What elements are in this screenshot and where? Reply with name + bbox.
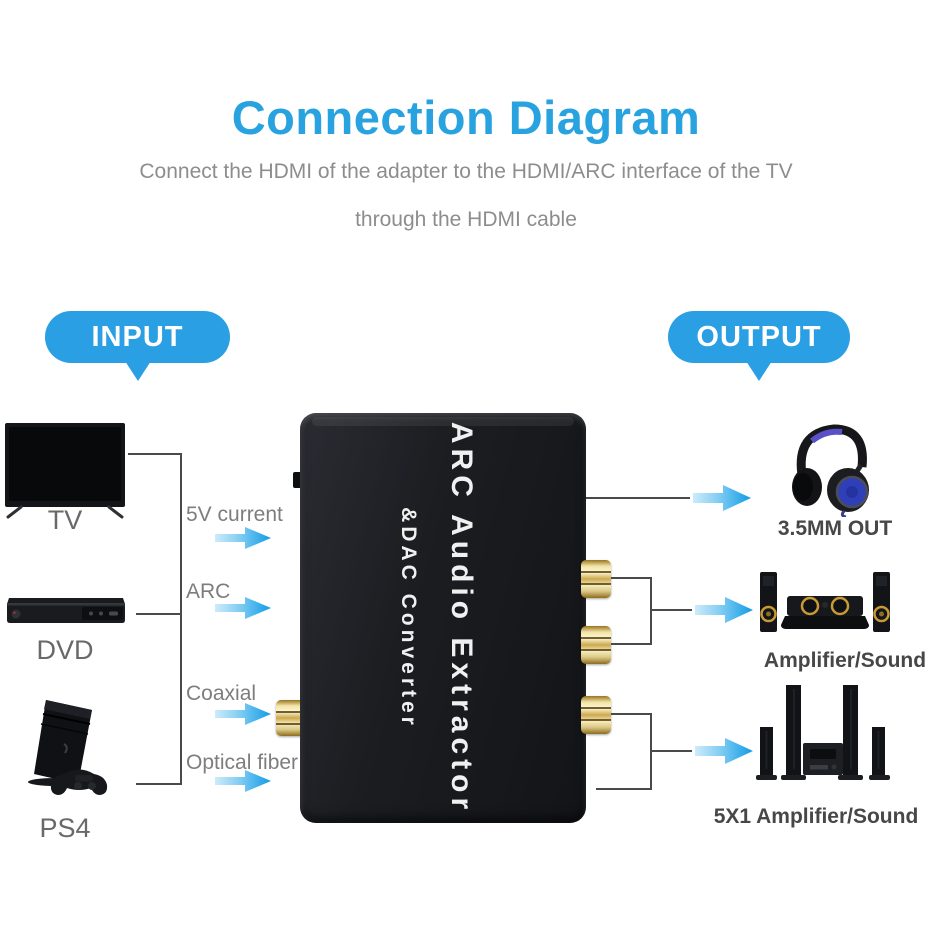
- tv-connector-line: [128, 453, 180, 455]
- flow-arrow-icon: [695, 738, 753, 764]
- amp-branch-line: [652, 609, 692, 611]
- device-name-line2: &DAC Converter: [397, 507, 420, 729]
- dac-converter-device: ARC Audio Extractor &DAC Converter: [300, 413, 586, 823]
- input-bubble-label: INPUT: [91, 320, 184, 353]
- port-label-5v-current: 5V current: [186, 503, 283, 526]
- dvd-connector-line: [136, 613, 180, 615]
- rca-output-jack-1: [581, 560, 611, 598]
- port-label-coaxial: Coaxial: [186, 682, 257, 705]
- headphones-icon: [792, 424, 869, 517]
- device-name-line1: ARC Audio Extractor: [445, 421, 478, 815]
- page-title: Connection Diagram: [231, 91, 701, 144]
- headphones-label: 3.5MM OUT: [777, 517, 893, 540]
- dvd-label: DVD: [36, 635, 94, 665]
- ps4-connector-line: [136, 783, 180, 785]
- ps4-console-icon: [28, 700, 108, 795]
- amplifier-label: Amplifier/Sound: [763, 649, 927, 672]
- output-bubble-label: OUTPUT: [696, 320, 822, 353]
- flow-arrow-icon: [215, 597, 271, 619]
- input-bubble: INPUT: [45, 311, 230, 363]
- tv-icon: [5, 423, 125, 519]
- subtitle-line-2: through the HDMI cable: [355, 208, 577, 231]
- ps4-label: PS4: [39, 813, 91, 843]
- amp-connector-line-top: [611, 577, 651, 579]
- output-bubble: OUTPUT: [668, 311, 850, 363]
- flow-arrow-icon: [215, 770, 271, 792]
- port-label-optical-fiber: Optical fiber: [186, 751, 299, 774]
- subtitle-line-1: Connect the HDMI of the adapter to the H…: [139, 160, 793, 183]
- rca-output-jack-2: [581, 626, 611, 664]
- amplifier-speakers-icon: [760, 572, 890, 632]
- theater-connector-line-bottom: [596, 788, 652, 790]
- tv-label: TV: [47, 505, 83, 535]
- theater-branch-line: [652, 750, 692, 752]
- dvd-player-icon: [7, 598, 125, 623]
- flow-arrow-icon: [693, 485, 751, 511]
- headphone-connector-line: [586, 497, 690, 499]
- flow-arrow-icon: [215, 703, 271, 725]
- theater-bracket-line: [650, 713, 652, 790]
- rca-output-jack-3: [581, 696, 611, 734]
- flow-arrow-icon: [215, 527, 271, 549]
- amp-bracket-line: [650, 577, 652, 645]
- port-label-arc: ARC: [186, 580, 231, 603]
- theater-connector-line-top: [611, 713, 651, 715]
- device-switch: [293, 472, 304, 488]
- home-theater-label: 5X1 Amplifier/Sound: [713, 805, 919, 828]
- amp-connector-line-bottom: [611, 643, 651, 645]
- input-bracket-line: [180, 453, 182, 785]
- home-theater-icon: [756, 685, 890, 780]
- flow-arrow-icon: [695, 597, 753, 623]
